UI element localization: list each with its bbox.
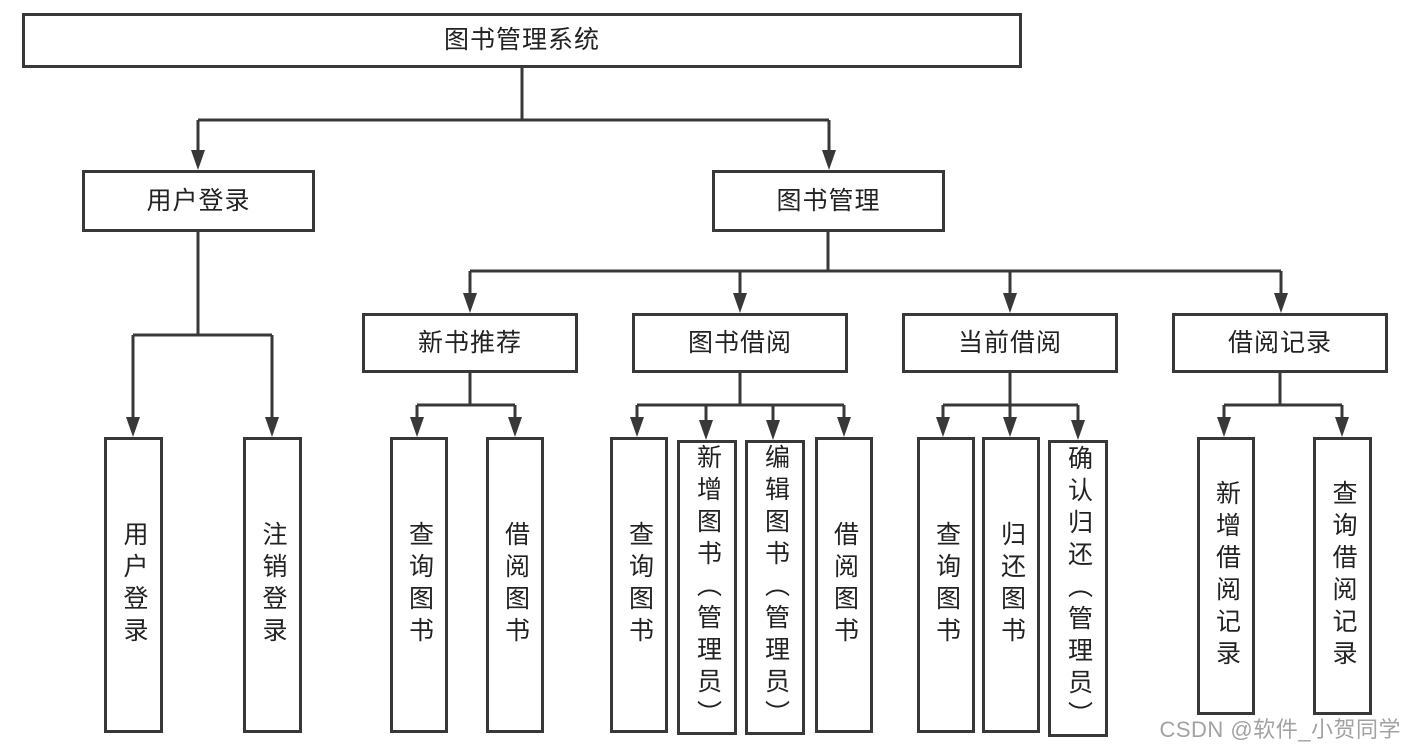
arrowhead-icon bbox=[1003, 417, 1017, 437]
connector-arrow bbox=[630, 405, 644, 437]
connector-arrow bbox=[766, 405, 780, 440]
leaf-label: 查询图书 bbox=[405, 521, 434, 649]
node-book-borrowing: 图书借阅 bbox=[632, 313, 848, 373]
arrowhead-icon bbox=[126, 417, 140, 437]
node-book-management: 图书管理 bbox=[712, 170, 945, 232]
arrowhead-icon bbox=[1335, 417, 1349, 437]
connector-arrow bbox=[265, 335, 279, 437]
connector-arrow bbox=[699, 405, 713, 440]
leaf-label: 查询图书 bbox=[625, 521, 654, 649]
connector-arrow bbox=[463, 271, 477, 313]
arrowhead-icon bbox=[1274, 293, 1288, 313]
arrowhead-icon bbox=[191, 150, 205, 170]
connector-arrow bbox=[1003, 405, 1017, 437]
arrowhead-icon bbox=[265, 417, 279, 437]
node-label: 借阅记录 bbox=[1227, 328, 1332, 357]
leaf-query-books-recommend: 查询图书 bbox=[390, 437, 448, 733]
connector-arrow bbox=[1003, 271, 1017, 313]
leaf-confirm-return-admin: 确认归还（管理员） bbox=[1048, 440, 1108, 737]
arrowhead-icon bbox=[410, 417, 424, 437]
leaf-label: 查询借阅记录 bbox=[1329, 480, 1357, 672]
node-label: 用户登录 bbox=[146, 186, 251, 215]
arrowhead-icon bbox=[1071, 420, 1085, 440]
node-borrowing-records: 借阅记录 bbox=[1172, 313, 1388, 373]
arrowhead-icon bbox=[699, 420, 713, 440]
connector-arrow bbox=[822, 120, 836, 170]
arrowhead-icon bbox=[1003, 293, 1017, 313]
arrowhead-icon bbox=[1217, 417, 1231, 437]
connector-arrow bbox=[410, 405, 424, 437]
leaf-query-books-borrowing: 查询图书 bbox=[610, 437, 668, 733]
leaf-label: 编辑图书（管理员） bbox=[761, 443, 790, 732]
connector-arrow bbox=[1335, 405, 1349, 437]
leaf-add-borrow-record: 新增借阅记录 bbox=[1197, 437, 1255, 715]
arrowhead-icon bbox=[936, 417, 950, 437]
node-new-book-recommend: 新书推荐 bbox=[362, 313, 578, 373]
node-book-management-system: 图书管理系统 bbox=[22, 13, 1022, 68]
arrowhead-icon bbox=[508, 417, 522, 437]
leaf-user-login: 用户登录 bbox=[104, 437, 163, 733]
node-user-login: 用户登录 bbox=[82, 170, 315, 232]
connector-arrow bbox=[1071, 405, 1085, 440]
leaf-query-borrow-record: 查询借阅记录 bbox=[1313, 437, 1372, 715]
leaf-add-books-admin: 新增图书（管理员） bbox=[677, 440, 737, 735]
connector-arrow bbox=[126, 335, 140, 437]
leaf-query-books-current: 查询图书 bbox=[917, 437, 975, 733]
node-label: 图书借阅 bbox=[687, 328, 792, 357]
connector-arrow bbox=[508, 405, 522, 437]
connector-arrow bbox=[837, 405, 851, 437]
node-label: 图书管理系统 bbox=[443, 26, 600, 54]
node-label: 图书管理 bbox=[776, 186, 881, 215]
leaf-label: 借阅图书 bbox=[830, 521, 859, 649]
leaf-label: 归还图书 bbox=[997, 521, 1026, 649]
leaf-label: 确认归还（管理员） bbox=[1064, 444, 1093, 733]
leaf-borrow-books-recommend: 借阅图书 bbox=[486, 437, 544, 733]
leaf-logout: 注销登录 bbox=[243, 437, 302, 733]
leaf-label: 借阅图书 bbox=[501, 521, 530, 649]
arrowhead-icon bbox=[733, 293, 747, 313]
node-label: 新书推荐 bbox=[417, 328, 522, 357]
arrowhead-icon bbox=[822, 150, 836, 170]
leaf-label: 新增图书（管理员） bbox=[693, 443, 722, 732]
connector-arrow bbox=[733, 271, 747, 313]
connector-arrow bbox=[1217, 405, 1231, 437]
connector-arrow bbox=[1274, 271, 1288, 313]
arrowhead-icon bbox=[837, 417, 851, 437]
leaf-label: 查询图书 bbox=[932, 521, 961, 649]
csdn-watermark: CSDN @软件_小贺同学 bbox=[1159, 717, 1401, 742]
connector-arrow bbox=[191, 120, 205, 170]
leaf-return-books: 归还图书 bbox=[982, 437, 1040, 733]
node-label: 当前借阅 bbox=[957, 328, 1062, 357]
arrowhead-icon bbox=[630, 417, 644, 437]
node-current-borrowing: 当前借阅 bbox=[902, 313, 1118, 373]
arrowhead-icon bbox=[766, 420, 780, 440]
leaf-label: 新增借阅记录 bbox=[1212, 480, 1241, 672]
arrowhead-icon bbox=[463, 293, 477, 313]
leaf-borrow-books-borrowing: 借阅图书 bbox=[815, 437, 873, 733]
leaf-label: 用户登录 bbox=[120, 521, 148, 649]
leaf-edit-books-admin: 编辑图书（管理员） bbox=[745, 440, 805, 735]
connector-arrow bbox=[936, 405, 950, 437]
leaf-label: 注销登录 bbox=[259, 521, 287, 649]
